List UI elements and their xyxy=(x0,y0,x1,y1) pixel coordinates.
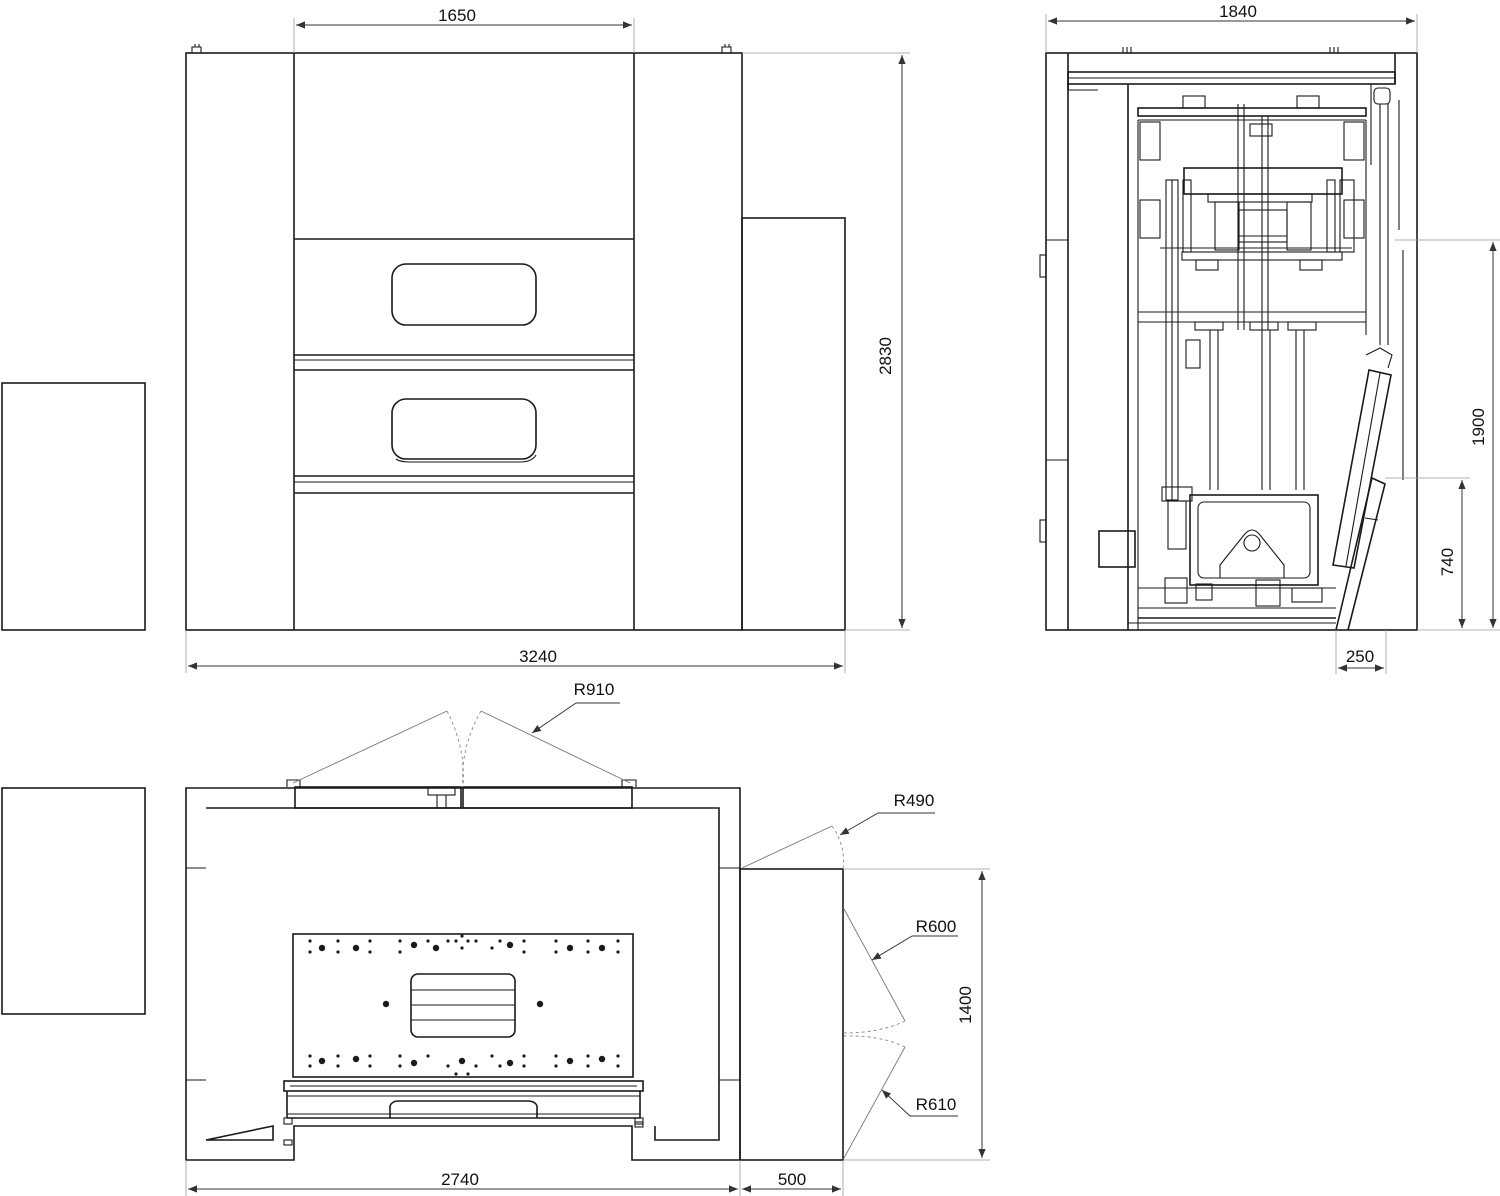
front-control-box xyxy=(741,217,846,631)
top-door-left xyxy=(294,786,462,809)
dim-label-740: 740 xyxy=(1438,548,1457,576)
side-view: 1840 1900 740 250 xyxy=(1039,2,1500,674)
platen-holes-top xyxy=(308,934,620,954)
top-side-cabinet xyxy=(1,787,146,1015)
front-view: 1650 2830 3240 xyxy=(1,6,910,673)
dim-label-R910: R910 xyxy=(574,680,615,699)
front-main-body xyxy=(185,52,743,631)
dim-label-3240: 3240 xyxy=(519,647,557,666)
front-window-lower xyxy=(391,398,537,460)
dim-label-1400: 1400 xyxy=(956,986,975,1024)
dim-label-R610: R610 xyxy=(916,1095,957,1114)
dim-label-500: 500 xyxy=(778,1170,806,1189)
dim-label-R490: R490 xyxy=(894,791,935,810)
dim-label-250: 250 xyxy=(1346,647,1374,666)
side-junction-box xyxy=(1098,530,1136,568)
side-frame-outer xyxy=(1045,52,1418,631)
front-side-cabinet xyxy=(1,382,146,631)
top-door-right xyxy=(462,786,633,809)
dim-label-2740: 2740 xyxy=(441,1170,479,1189)
side-press-body xyxy=(1189,494,1319,586)
dim-label-2830: 2830 xyxy=(876,337,895,375)
top-view: R910 xyxy=(1,680,990,1196)
top-control-box xyxy=(739,868,844,1161)
side-door-panel xyxy=(1332,369,1392,569)
platen-holes-bottom xyxy=(308,1054,620,1076)
side-upper-crosshead xyxy=(1183,167,1343,195)
top-slide-rail xyxy=(283,1080,644,1092)
dim-label-1650: 1650 xyxy=(438,6,476,25)
dim-label-R600: R600 xyxy=(916,917,957,936)
front-window-upper xyxy=(391,263,537,326)
dim-label-1900: 1900 xyxy=(1469,408,1488,446)
dim-label-1840: 1840 xyxy=(1219,2,1257,21)
top-platen xyxy=(292,933,634,1078)
